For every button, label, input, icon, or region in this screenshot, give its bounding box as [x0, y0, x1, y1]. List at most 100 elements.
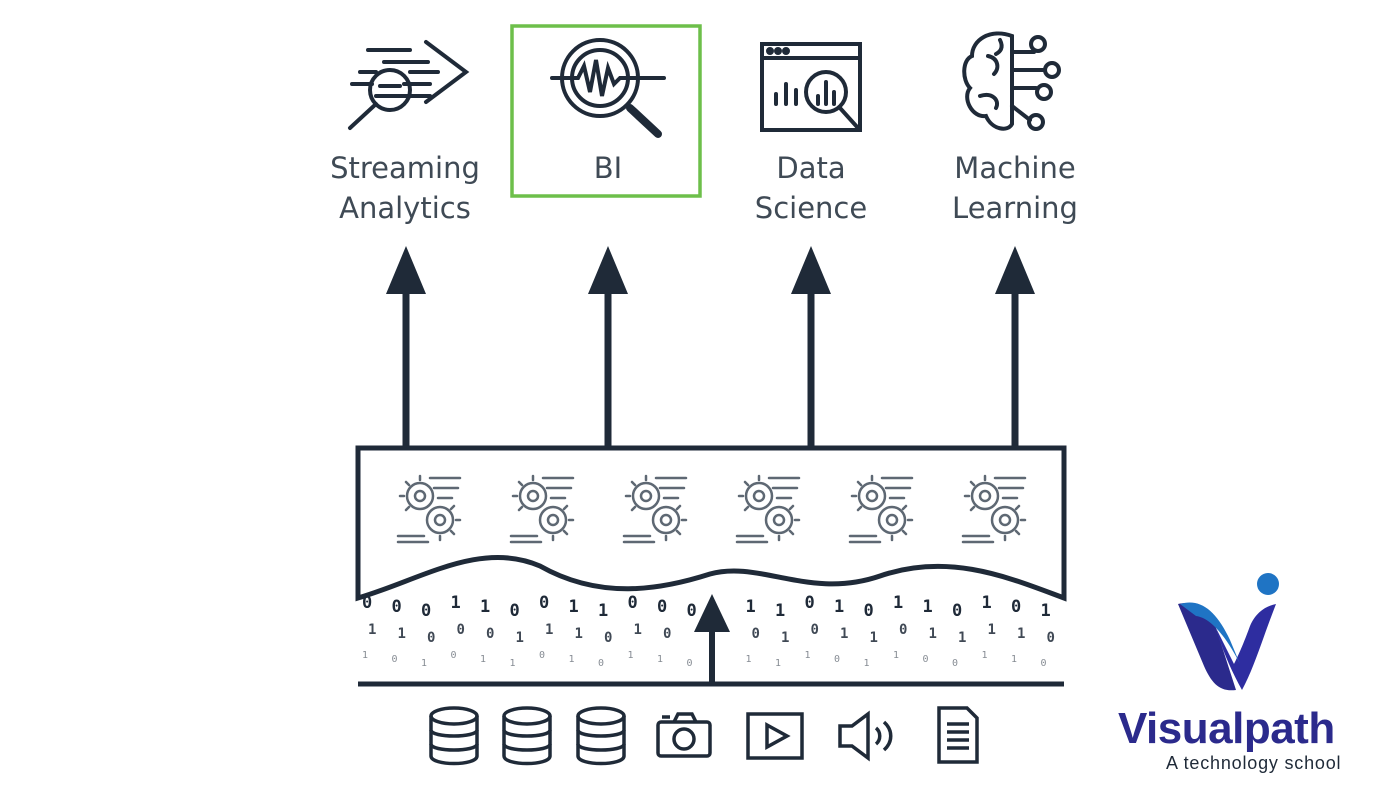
play-video-icon	[746, 712, 804, 760]
database-icon	[576, 706, 626, 766]
binary-digit: 0	[805, 593, 815, 613]
gears-icon	[848, 474, 914, 544]
camera-icon	[656, 712, 712, 758]
binary-digit: 1	[929, 626, 937, 642]
speaker-audio-icon	[838, 710, 893, 762]
binary-digit: 1	[982, 593, 992, 613]
binary-digit: 1	[893, 650, 899, 661]
binary-digit: 1	[480, 597, 490, 617]
binary-digit: 1	[634, 622, 642, 638]
input-arrowhead	[694, 594, 730, 632]
binary-digit: 0	[539, 650, 545, 661]
binary-digit: 0	[752, 626, 760, 642]
binary-digit: 1	[362, 650, 368, 661]
binary-digit: 1	[840, 626, 848, 642]
binary-digit: 1	[1017, 626, 1025, 642]
binary-digit: 0	[362, 593, 372, 613]
visualpath-logo-icon	[1178, 573, 1279, 691]
waveform-magnifier-icon	[550, 38, 666, 138]
binary-digit: 1	[421, 658, 427, 669]
binary-digit: 0	[1047, 630, 1055, 646]
binary-digit: 1	[368, 622, 376, 638]
binary-digit: 0	[657, 597, 667, 617]
gears-icon	[622, 474, 688, 544]
binary-digit: 1	[781, 630, 789, 646]
arrowhead-machine-learning	[995, 246, 1035, 294]
binary-digit: 0	[392, 654, 398, 665]
binary-digit: 0	[628, 593, 638, 613]
binary-digit: 1	[982, 650, 988, 661]
binary-digit: 0	[663, 626, 671, 642]
arrowhead-data-science	[791, 246, 831, 294]
binary-digit: 1	[657, 654, 663, 665]
brain-circuit-icon	[962, 31, 1061, 131]
arrowhead-bi	[588, 246, 628, 294]
gears-icon	[396, 474, 462, 544]
consumer-label-streaming-analytics: Streaming Analytics	[330, 151, 480, 225]
binary-digit: 0	[952, 658, 958, 669]
binary-digit: 0	[392, 597, 402, 617]
binary-digit: 1	[805, 650, 811, 661]
binary-digit: 0	[598, 658, 604, 669]
binary-digit: 1	[569, 597, 579, 617]
binary-digit: 1	[988, 622, 996, 638]
binary-digit: 1	[864, 658, 870, 669]
binary-digit: 0	[451, 650, 457, 661]
binary-digit: 0	[687, 658, 693, 669]
gears-icon	[961, 474, 1027, 544]
binary-digit: 0	[457, 622, 465, 638]
binary-digit: 1	[545, 622, 553, 638]
gears-icon	[735, 474, 801, 544]
binary-digit: 1	[398, 626, 406, 642]
binary-digit: 0	[952, 601, 962, 621]
binary-digit: 1	[746, 654, 752, 665]
binary-digit: 0	[864, 601, 874, 621]
binary-digit: 0	[811, 622, 819, 638]
consumer-label-bi: BI	[593, 151, 623, 185]
binary-digit: 1	[870, 630, 878, 646]
binary-digit: 1	[510, 658, 516, 669]
binary-digit: 1	[1011, 654, 1017, 665]
binary-digit: 1	[834, 597, 844, 617]
binary-digit: 1	[575, 626, 583, 642]
binary-digit: 1	[480, 654, 486, 665]
consumer-label-data-science: Data Science	[754, 151, 868, 225]
binary-digit: 1	[923, 597, 933, 617]
binary-digit: 1	[893, 593, 903, 613]
bi-highlight-frame	[510, 24, 702, 198]
binary-digit: 1	[628, 650, 634, 661]
binary-digit: 1	[746, 597, 756, 617]
output-arrows	[386, 246, 1035, 448]
database-icon	[429, 706, 479, 766]
brand-tagline: A technology school	[1166, 753, 1342, 773]
binary-digit: 0	[427, 630, 435, 646]
browser-chart-icon	[760, 42, 862, 132]
consumer-label-machine-learning: Machine Learning	[952, 151, 1078, 225]
binary-digit: 1	[1041, 601, 1051, 621]
binary-digit: 0	[923, 654, 929, 665]
brand-name: Visualpath	[1118, 704, 1335, 753]
binary-digit: 0	[486, 626, 494, 642]
binary-digit: 1	[451, 593, 461, 613]
gears-row	[396, 474, 1027, 544]
database-icon	[502, 706, 552, 766]
processing-layer-box	[355, 445, 1067, 602]
binary-digit: 1	[516, 630, 524, 646]
binary-digit: 1	[958, 630, 966, 646]
streaming-search-icon	[348, 40, 470, 130]
binary-digit: 0	[421, 601, 431, 621]
binary-digit: 1	[569, 654, 575, 665]
binary-digit: 1	[775, 658, 781, 669]
binary-digit: 1	[598, 601, 608, 621]
binary-digit: 0	[1011, 597, 1021, 617]
sources-row	[429, 706, 979, 766]
binary-digit: 0	[687, 601, 697, 621]
binary-digit: 0	[604, 630, 612, 646]
binary-digit: 1	[775, 601, 785, 621]
binary-digit: 0	[539, 593, 549, 613]
binary-digit: 0	[510, 601, 520, 621]
binary-digit: 0	[899, 622, 907, 638]
binary-digit: 0	[1041, 658, 1047, 669]
